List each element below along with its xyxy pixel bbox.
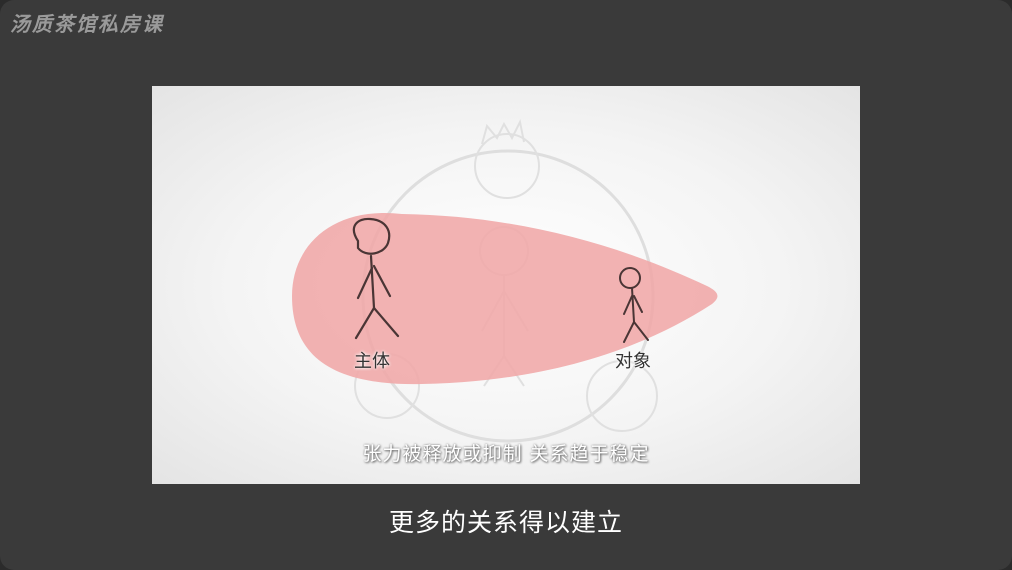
object-figure (619, 267, 649, 343)
slide-caption: 张力被释放或抑制 关系趋于稳定 (362, 443, 650, 465)
object-label: 对象 (615, 351, 651, 372)
video-slide: 主体 对象 张力被释放或抑制 关系趋于稳定 (152, 86, 860, 484)
video-subtitle: 更多的关系得以建立 (388, 508, 623, 537)
slide-illustration (292, 118, 718, 443)
brand-watermark: 汤质茶馆私房课 (10, 12, 164, 36)
subject-label: 主体 (354, 351, 390, 372)
tension-blob (292, 212, 718, 385)
subject-figure (352, 217, 400, 340)
